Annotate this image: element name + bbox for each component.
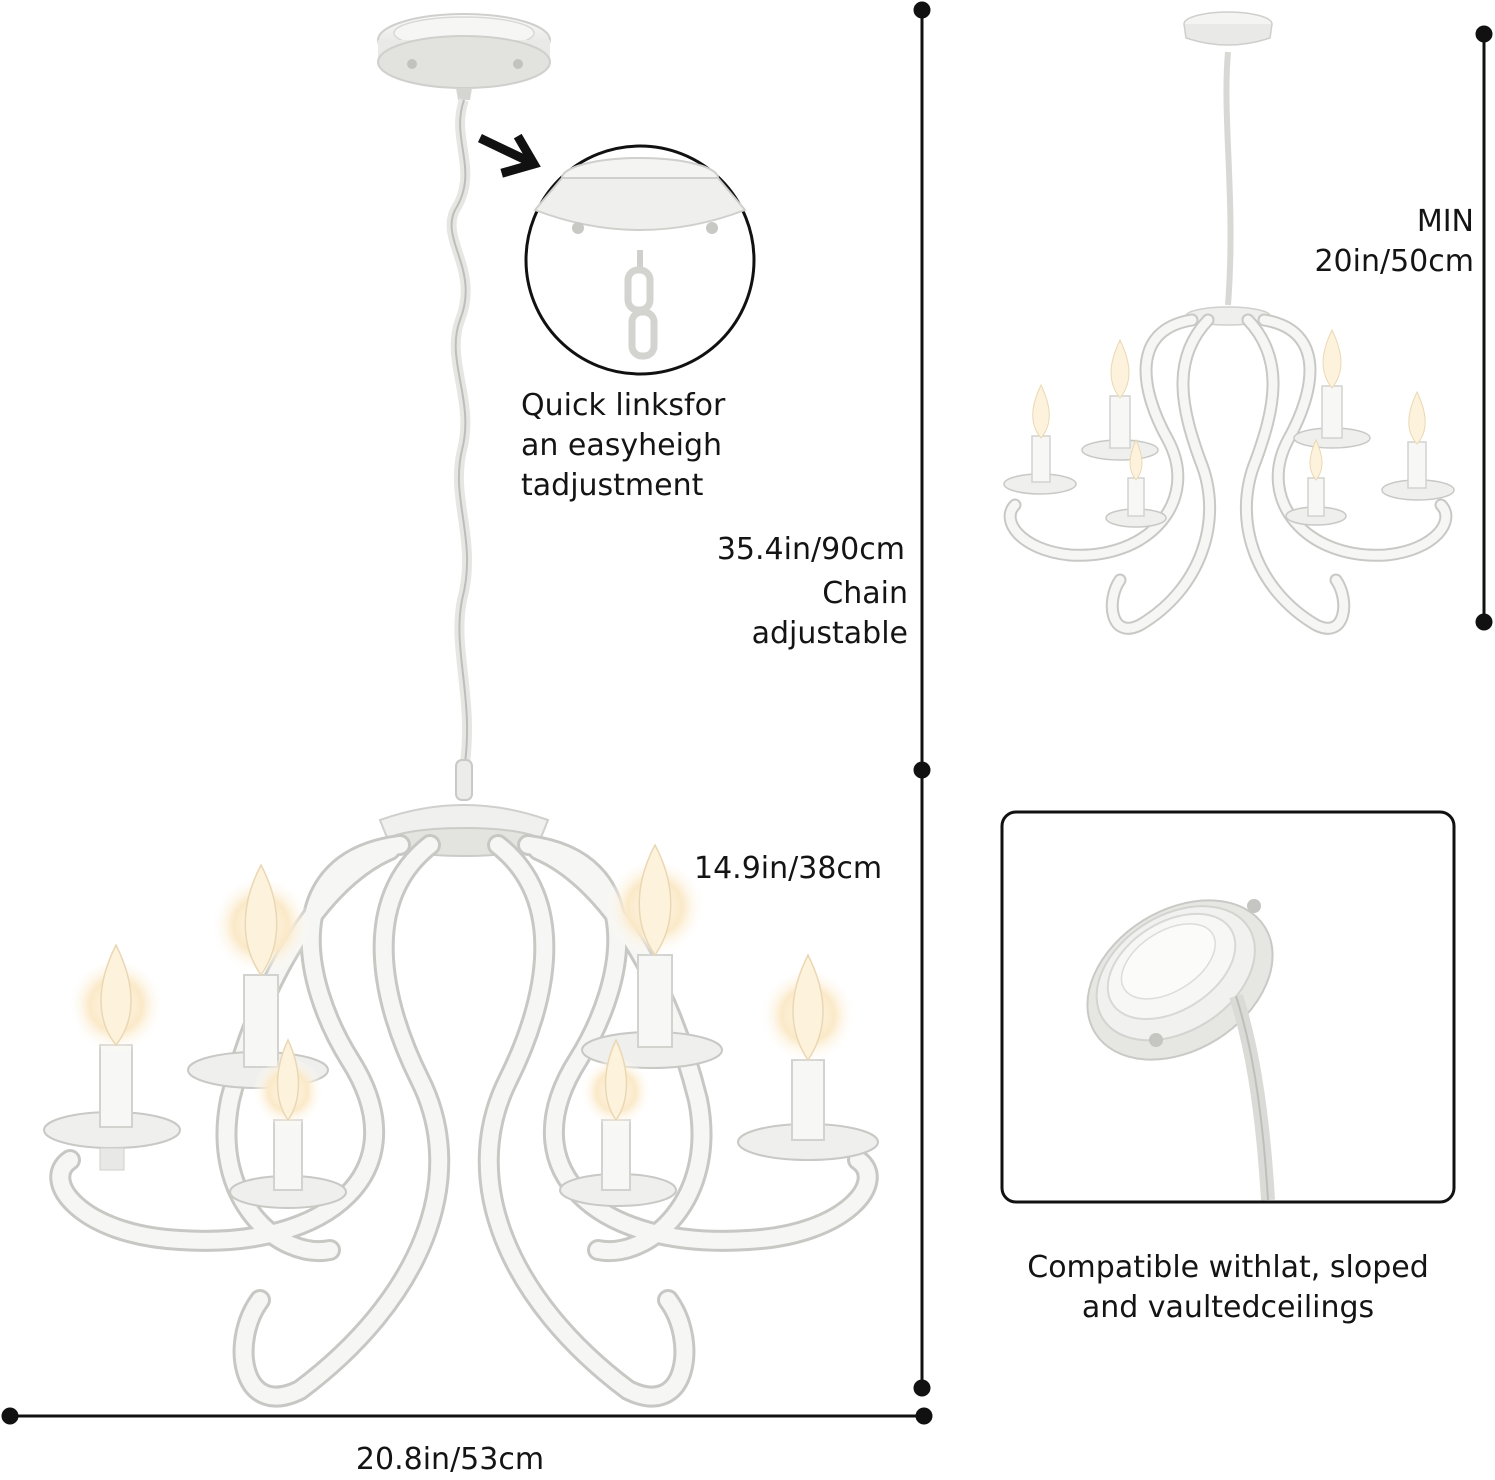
- quick-links-callout: Quick linksfor an easyheigh tadjustment: [521, 388, 726, 503]
- callout-arrow: [477, 133, 541, 178]
- quick-link-zoom-circle: [524, 144, 756, 376]
- sloped-ceiling-compatibility-caption: Compatible withlat, sloped and vaultedce…: [1027, 1250, 1429, 1325]
- sloped-ceiling-detail-box: [1000, 810, 1456, 1204]
- chain: [446, 98, 473, 801]
- chain-adjustable-note: Chain adjustable: [751, 576, 908, 651]
- chandelier-min-height-illustration: [1003, 11, 1455, 635]
- candle-sleeves: [99, 954, 825, 1191]
- width-dimension: 20.8in/53cm: [355, 1442, 545, 1477]
- fixture-arms: [49, 834, 879, 1408]
- ceiling-canopy: [377, 13, 551, 100]
- min-height-dimension: MIN 20in/50cm: [1314, 204, 1474, 279]
- flame-bulbs: [68, 843, 856, 1131]
- body-height-dimension: 14.9in/38cm: [694, 851, 883, 886]
- candle-cups: [43, 1031, 879, 1209]
- chain-length-dimension: 35.4in/90cm: [716, 532, 905, 567]
- dimension-lines: [1, 1, 1493, 1425]
